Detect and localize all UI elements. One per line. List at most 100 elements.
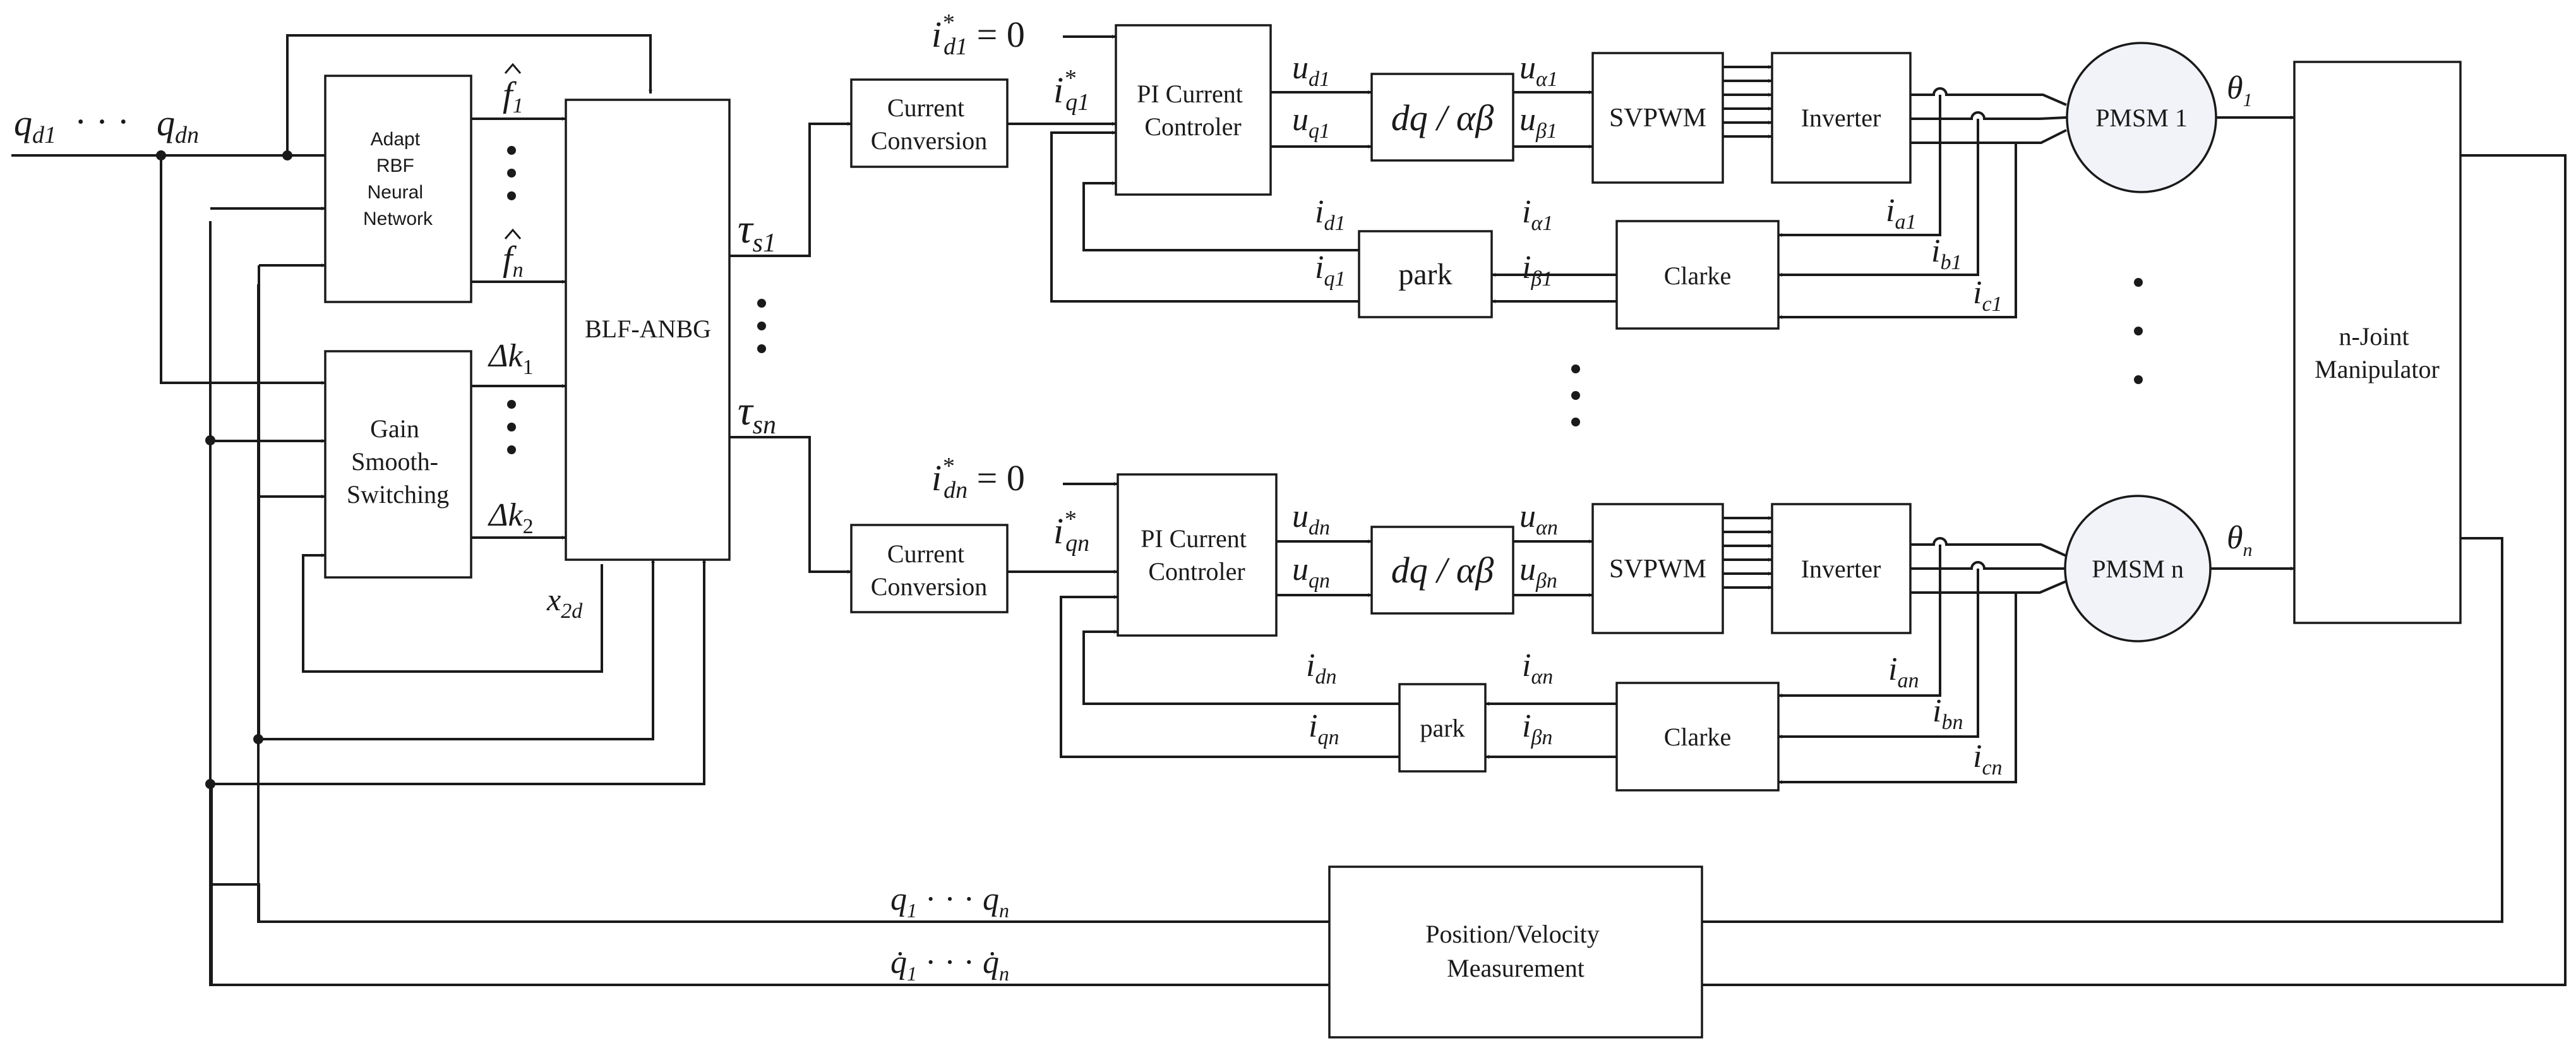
label-qd-input: qd1: [14, 102, 56, 148]
block-inverter-n: Inverter: [1771, 503, 1912, 634]
block-current-conversion-n: Current Conversion: [850, 524, 1009, 613]
label-iqn-ref: i*qn: [1053, 506, 1089, 557]
svg-text:Current Conversion: Current Conversion: [871, 93, 987, 155]
cc1-line-2: Conversion: [871, 126, 987, 155]
label-dk1: Δk1: [488, 338, 534, 379]
label-theta1: θ1: [2227, 70, 2253, 111]
rbf-line-4: Network: [363, 208, 433, 229]
rbf-line-2: RBF: [376, 155, 414, 176]
label-iq1: iq1: [1315, 250, 1345, 291]
motor-pmsm-1: PMSM 1: [2066, 42, 2217, 193]
svg-text:Current Conversion: Current Conversion: [871, 540, 987, 601]
label-idn: idn: [1306, 648, 1336, 689]
rbf-line-1: Adapt: [371, 129, 421, 150]
block-svpwm-n: SVPWM: [1591, 503, 1724, 634]
cc1-line-1: Current: [887, 93, 964, 122]
label-fn-hat: fn: [503, 228, 524, 282]
label-qdn-input: qdn: [157, 102, 199, 148]
block-adapt-rbf: Adapt RBF Neural Network: [324, 75, 472, 303]
svg-text:Position/Velocity Measur: Position/Velocity Measurement: [1425, 920, 1606, 982]
manip-line-2: Manipulator: [2315, 355, 2440, 383]
park1-label: park: [1398, 258, 1452, 291]
label-udn: udn: [1292, 498, 1330, 540]
label-qd-ellipsis: · · ·: [75, 101, 129, 142]
label-uq1: uq1: [1292, 102, 1330, 143]
meas-line-1: Position/Velocity: [1425, 920, 1600, 948]
label-thetan: θn: [2227, 520, 2253, 560]
ccn-line-2: Conversion: [871, 572, 987, 601]
svg-text:f1: f1: [503, 75, 524, 118]
parkn-label: park: [1420, 714, 1465, 742]
block-gain-smooth-switching: Gain Smooth- Switching: [324, 350, 472, 579]
block-dq-ab-1: dq / αβ: [1370, 73, 1514, 162]
invertern-label: Inverter: [1801, 555, 1881, 583]
svg-text:n-Joint Manipulator: n-Joint Manipulator: [2315, 322, 2440, 383]
label-ia1: ia1: [1886, 193, 1916, 234]
label-ic1: ic1: [1973, 275, 2003, 316]
label-ubn: uβn: [1519, 552, 1557, 593]
label-icn: icn: [1973, 739, 2003, 780]
wires: [11, 34, 2567, 986]
pi1-line-2: Controler: [1144, 112, 1241, 141]
block-manipulator: n-Joint Manipulator: [2293, 61, 2462, 624]
block-svpwm-1: SVPWM: [1591, 52, 1724, 184]
label-iq1-ref: i*q1: [1053, 65, 1089, 116]
label-ialpha-1: iα1: [1522, 194, 1553, 235]
svg-text:PI Current Controler: PI Current Controler: [1141, 524, 1253, 586]
gain-line-2: Smooth-: [351, 447, 438, 476]
label-id1: id1: [1315, 194, 1345, 235]
pi1-line-1: PI Current: [1137, 80, 1243, 108]
label-dk2: Δk2: [488, 497, 534, 538]
signal-labels: qd1 · · · qdn f1 fn Δk1 Δk2 x2d τs1 τsn …: [14, 9, 2253, 985]
block-clarke-1: Clarke: [1615, 220, 1780, 330]
block-park-1: park: [1358, 230, 1493, 318]
label-ud1: ud1: [1292, 50, 1330, 91]
svg-text:PI Current Controler: PI Current Controler: [1137, 80, 1249, 141]
block-current-conversion-1: Current Conversion: [850, 78, 1009, 168]
manip-line-1: n-Joint: [2339, 322, 2409, 351]
pin-line-1: PI Current: [1141, 524, 1247, 553]
svg-text:Adapt RBF Neural: Adapt RBF Neural Network: [363, 129, 433, 229]
label-uqn: uqn: [1292, 552, 1330, 593]
inverter1-label: Inverter: [1801, 104, 1881, 132]
label-tau-s1: τs1: [738, 206, 776, 258]
block-measurement: Position/Velocity Measurement: [1328, 865, 1703, 1039]
motor-pmsm-n: PMSM n: [2064, 495, 2212, 642]
label-id1-ref: i*d1 = 0: [932, 9, 1025, 60]
svg-text:Gain Smooth- Switc: Gain Smooth- Switching: [347, 414, 449, 509]
clarke1-label: Clarke: [1664, 262, 1732, 290]
label-ian: ian: [1888, 651, 1919, 692]
block-blf-anbg: BLF-ANBG: [565, 99, 731, 561]
block-inverter-1: Inverter: [1771, 52, 1912, 184]
label-ibeta-1: iβ1: [1522, 250, 1552, 291]
label-iqn: iqn: [1309, 708, 1339, 749]
rbf-line-3: Neural: [368, 182, 423, 203]
label-f1-hat: f1: [503, 63, 524, 118]
block-park-n: park: [1398, 683, 1487, 773]
gain-line-3: Switching: [347, 480, 449, 509]
svpwmn-label: SVPWM: [1609, 555, 1706, 584]
gain-line-1: Gain: [370, 414, 419, 443]
dqab1-label: dq / αβ: [1391, 97, 1494, 138]
block-pi-current-1: PI Current Controler: [1115, 24, 1272, 196]
label-ub1: uβ1: [1519, 102, 1557, 143]
clarken-label: Clarke: [1664, 723, 1732, 751]
label-x2d: x2d: [546, 582, 583, 623]
label-ibn: ibn: [1932, 693, 1963, 734]
pin-line-2: Controler: [1148, 557, 1245, 586]
label-ibeta-n: iβn: [1522, 708, 1552, 749]
label-ialpha-n: iαn: [1522, 648, 1553, 689]
ellipsis-marks: [507, 146, 2143, 454]
pmsm1-label: PMSM 1: [2095, 104, 2188, 132]
label-tau-sn: τsn: [738, 388, 776, 440]
label-uan: uαn: [1519, 498, 1558, 540]
dqabn-label: dq / αβ: [1391, 550, 1494, 591]
ccn-line-1: Current: [887, 540, 964, 568]
label-ua1: uα1: [1519, 50, 1558, 91]
block-pi-current-n: PI Current Controler: [1117, 473, 1278, 637]
svpwm1-label: SVPWM: [1609, 104, 1706, 133]
meas-line-2: Measurement: [1447, 954, 1585, 982]
label-ib1: ib1: [1931, 233, 1962, 274]
pmsmn-label: PMSM n: [2092, 555, 2184, 583]
